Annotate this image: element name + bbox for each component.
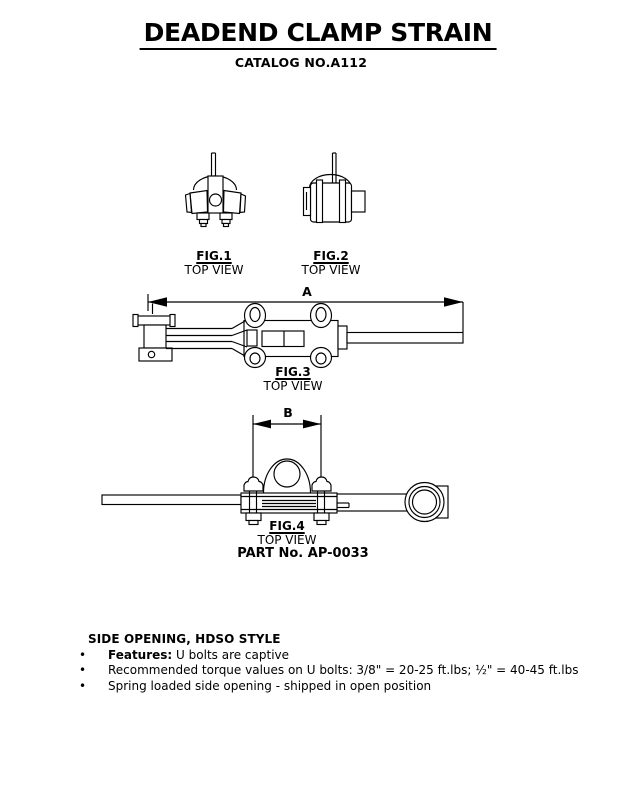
bullet-icon: •: [79, 678, 87, 693]
fig1-caption: FIG.1 TOP VIEW: [184, 250, 243, 277]
fig2-caption: FIG.2 TOP VIEW: [301, 250, 360, 277]
notes-section: SIDE OPENING, HDSO STYLE • Features: U b…: [0, 632, 633, 694]
dome-and-conductor: [262, 458, 312, 494]
shackle-bars: [166, 320, 248, 357]
fig1-label: FIG.1: [196, 249, 232, 263]
fig4-drawing: B: [101, 405, 449, 526]
u-bolt-right: [311, 476, 332, 526]
fig4-view-label: TOP VIEW: [257, 533, 317, 547]
u-bolt-right: [309, 302, 333, 369]
fig3-view-label: TOP VIEW: [263, 379, 323, 393]
fig1-drawing: [184, 152, 247, 228]
note-body: U bolts are captive: [172, 647, 290, 662]
extension-rod: [337, 325, 464, 350]
bullet-icon: •: [79, 663, 87, 678]
notes-heading: SIDE OPENING, HDSO STYLE: [88, 632, 281, 646]
fig2-view-label: TOP VIEW: [301, 263, 361, 277]
fig3-drawing: A: [132, 284, 464, 369]
note-text: Recommended torque values on U bolts: 3/…: [108, 663, 578, 679]
fig4-label: FIG.4: [269, 519, 305, 533]
u-bolt-left: [243, 302, 267, 369]
dimension-a-label: A: [302, 284, 312, 299]
note-body: Recommended torque values on U bolts: 3/…: [108, 663, 579, 678]
eye-ring: [404, 481, 449, 523]
clevis-assembly: [132, 303, 176, 362]
fig2-drawing: [302, 152, 366, 224]
note-item: • Features: U bolts are captive: [0, 648, 633, 664]
note-text: Spring loaded side opening - shipped in …: [108, 679, 431, 695]
bullet-icon: •: [79, 647, 87, 662]
u-bolt-left: [243, 476, 264, 526]
note-body: Spring loaded side opening - shipped in …: [108, 678, 432, 693]
right-rod: [336, 493, 408, 512]
fig2-label: FIG.2: [313, 249, 349, 263]
clamp-top-view-1: [184, 152, 247, 228]
dimension-b: B: [252, 405, 322, 481]
clamp-body: [240, 492, 338, 514]
note-item: • Spring loaded side opening - shipped i…: [0, 679, 633, 695]
left-rod: [101, 494, 242, 506]
fig3-caption: FIG.3 TOP VIEW: [263, 366, 322, 393]
note-bold-prefix: Features:: [108, 647, 173, 662]
dimension-b-label: B: [283, 405, 293, 420]
note-item: • Recommended torque values on U bolts: …: [0, 663, 633, 679]
catalog-number: CATALOG NO.A112: [234, 55, 368, 70]
part-number: PART No. AP-0033: [237, 546, 369, 561]
page-title: DEADEND CLAMP STRAIN: [139, 20, 497, 50]
fig3-label: FIG.3: [275, 365, 311, 379]
dimension-a: A: [147, 284, 464, 332]
note-text: Features: U bolts are captive: [108, 648, 289, 664]
fig1-view-label: TOP VIEW: [184, 263, 244, 277]
clamp-top-view-2: [302, 152, 366, 224]
fig4-caption: FIG.4 TOP VIEW: [257, 520, 316, 547]
